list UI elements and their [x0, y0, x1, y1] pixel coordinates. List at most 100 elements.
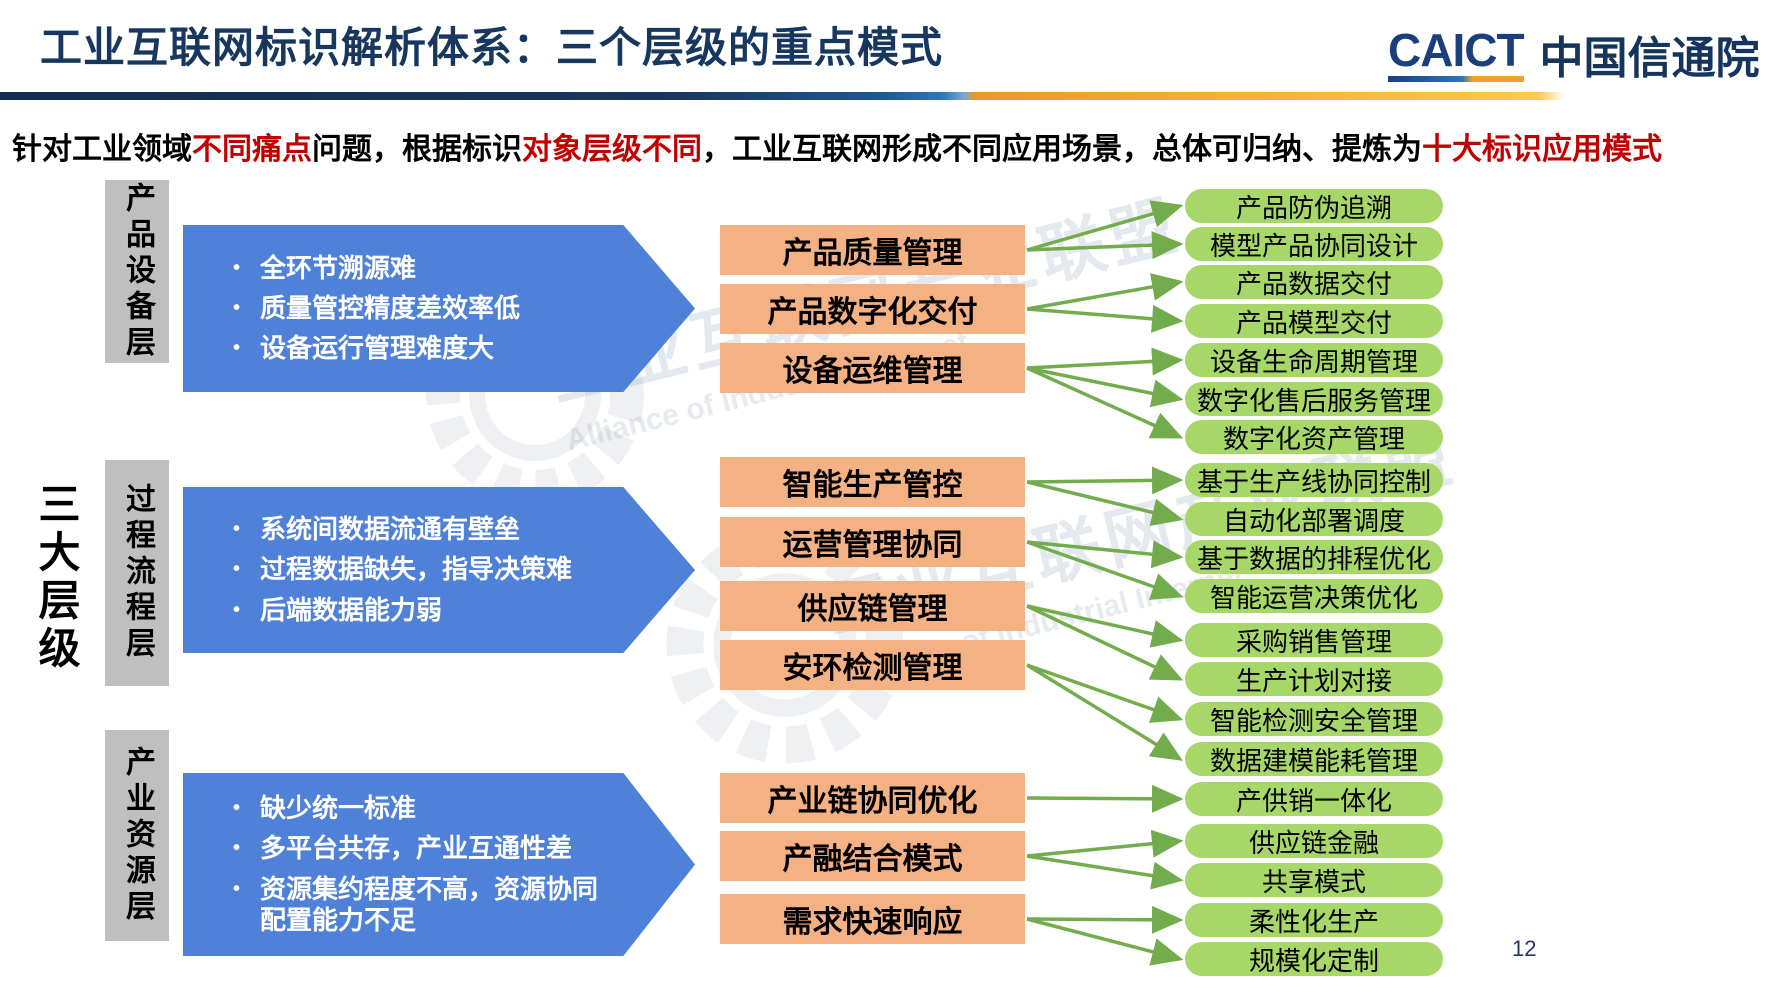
model-box: 产融结合模式: [720, 831, 1025, 881]
application-pill: 模型产品协同设计: [1185, 227, 1443, 261]
application-pill: 共享模式: [1185, 863, 1443, 897]
application-pill: 柔性化生产: [1185, 903, 1443, 937]
application-pill: 智能检测安全管理: [1185, 702, 1443, 736]
connector-arrow: [1026, 663, 1184, 723]
model-box: 运营管理协同: [720, 517, 1025, 567]
model-box: 产品数字化交付: [720, 284, 1025, 334]
intro-highlight: 十大标识应用模式: [1422, 133, 1662, 166]
pain-point-item: • 设备运行管理难度大: [233, 333, 609, 364]
application-pill: 采购销售管理: [1185, 623, 1443, 657]
application-pill: 数字化资产管理: [1185, 420, 1443, 454]
connector-arrow: [1026, 905, 1184, 934]
pain-point-text: 全环节溯源难: [260, 252, 417, 283]
pain-point-item: • 质量管控精度差效率低: [233, 293, 609, 324]
model-box: 设备运维管理: [720, 343, 1025, 393]
intro-highlight: 不同痛点: [192, 133, 312, 166]
application-pill: 数据建模能耗管理: [1185, 742, 1443, 776]
application-pill: 生产计划对接: [1185, 662, 1443, 696]
connector-arrow: [1026, 231, 1184, 260]
application-pill: 自动化部署调度: [1185, 502, 1443, 536]
connector-arrow: [1026, 366, 1184, 408]
connector-arrow: [1026, 540, 1184, 600]
intro-text: 针对工业领域: [12, 133, 192, 166]
connector-arrow: [1026, 604, 1184, 681]
connector-arrow: [1026, 784, 1184, 813]
intro-highlight: 对象层级不同: [522, 133, 702, 166]
pain-point-text: 设备运行管理难度大: [260, 333, 495, 364]
application-pill: 设备生命周期管理: [1185, 343, 1443, 377]
pain-point-item: •资源集约程度不高，资源协同配置能力不足: [233, 874, 609, 936]
application-pill: 智能运营决策优化: [1185, 579, 1443, 613]
connector-arrow: [1026, 854, 1184, 890]
three-levels-label: 三大层级: [33, 482, 80, 674]
pain-point-text: 过程数据缺失，指导决策难: [260, 554, 573, 585]
connector-arrow: [1026, 540, 1184, 569]
pain-point-text: 系统间数据流通有壁垒: [260, 514, 521, 545]
bullet-icon: •: [233, 518, 241, 541]
pain-point-text: 后端数据能力弱: [260, 594, 443, 625]
page-title: 工业互联网标识解析体系：三个层级的重点模式: [40, 24, 944, 71]
bullet-icon: •: [233, 877, 241, 900]
connector-arrow: [1026, 347, 1184, 376]
caict-logo-underline: [1388, 76, 1524, 83]
caict-logo: CAICT 中国信通院: [1388, 22, 1760, 86]
bullet-icon: •: [233, 296, 241, 319]
layer-box-label: 产业资源层: [121, 745, 154, 926]
connector-arrow: [1026, 200, 1184, 252]
connector-arrow: [1026, 366, 1184, 439]
application-pill: 基于生产线协同控制: [1185, 463, 1443, 497]
pain-point-item: • 多平台共存，产业互通性差: [233, 833, 609, 864]
layer-box-3: 产业资源层: [105, 730, 169, 941]
title-divider-bar: [0, 92, 1778, 100]
caict-logo-org-name: 中国信通院: [1539, 34, 1760, 83]
layer-box-label: 过程流程层: [121, 483, 154, 663]
pain-point-item: • 缺少统一标准: [233, 793, 609, 824]
application-pill: 数字化售后服务管理: [1185, 382, 1443, 416]
application-pill: 基于数据的排程优化: [1185, 540, 1443, 574]
connector-arrow: [1026, 663, 1183, 761]
pain-point-item: • 系统间数据流通有壁垒: [233, 514, 609, 545]
connector-arrow: [1026, 273, 1184, 311]
pain-arrow-1: • 全环节溯源难 • 质量管控精度差效率低 • 设备运行管理难度大: [183, 225, 695, 392]
model-box: 产品质量管理: [720, 225, 1025, 275]
bullet-icon: •: [233, 558, 241, 581]
pain-point-item: • 后端数据能力弱: [233, 595, 609, 626]
bullet-icon: •: [233, 256, 241, 279]
bullet-icon: •: [233, 797, 241, 820]
pain-arrow-3: • 缺少统一标准 • 多平台共存，产业互通性差 •资源集约程度不高，资源协同配置能力不足: [183, 773, 695, 956]
connector-arrow: [1026, 604, 1184, 648]
application-pill: 规模化定制: [1185, 942, 1443, 976]
pain-point-item: • 全环节溯源难: [233, 253, 609, 284]
pain-point-text: 缺少统一标准: [260, 793, 417, 824]
model-box: 智能生产管控: [720, 457, 1025, 507]
model-box: 需求快速响应: [720, 894, 1025, 944]
caict-logo-mark: CAICT: [1388, 23, 1525, 83]
application-pill: 产品模型交付: [1185, 304, 1443, 338]
connector-arrow: [1026, 480, 1184, 527]
pain-point-text: 多平台共存，产业互通性差: [260, 833, 573, 864]
application-pill: 产品防伪追溯: [1185, 189, 1443, 223]
model-box: 产业链协同优化: [720, 773, 1025, 823]
bullet-icon: •: [233, 837, 241, 860]
layer-box-1: 产品设备层: [105, 180, 169, 363]
connector-arrow: [1026, 304, 1184, 333]
application-pill: 供应链金融: [1185, 824, 1443, 858]
connector-arrow: [1026, 829, 1184, 858]
page-number: 12: [1512, 936, 1537, 961]
intro-text: ，工业互联网形成不同应用场景，总体可归纳、提炼为: [702, 133, 1422, 166]
application-pill: 产品数据交付: [1185, 265, 1443, 299]
connector-arrow: [1026, 466, 1184, 495]
pain-arrow-2: • 系统间数据流通有壁垒 • 过程数据缺失，指导决策难 • 后端数据能力弱: [183, 487, 695, 653]
application-pill: 产供销一体化: [1185, 782, 1443, 816]
caict-logo-text: CAICT: [1388, 23, 1525, 76]
layer-box-label: 产品设备层: [121, 181, 154, 362]
pain-point-text: 质量管控精度差效率低: [260, 292, 521, 323]
intro-sentence: 针对工业领域不同痛点问题，根据标识对象层级不同，工业互联网形成不同应用场景，总体…: [12, 124, 1772, 168]
bullet-icon: •: [233, 598, 241, 621]
intro-text: 问题，根据标识: [312, 133, 522, 166]
layer-box-2: 过程流程层: [105, 460, 169, 686]
connector-arrow: [1026, 917, 1184, 966]
pain-point-item: • 过程数据缺失，指导决策难: [233, 554, 609, 585]
bullet-icon: •: [233, 337, 241, 360]
